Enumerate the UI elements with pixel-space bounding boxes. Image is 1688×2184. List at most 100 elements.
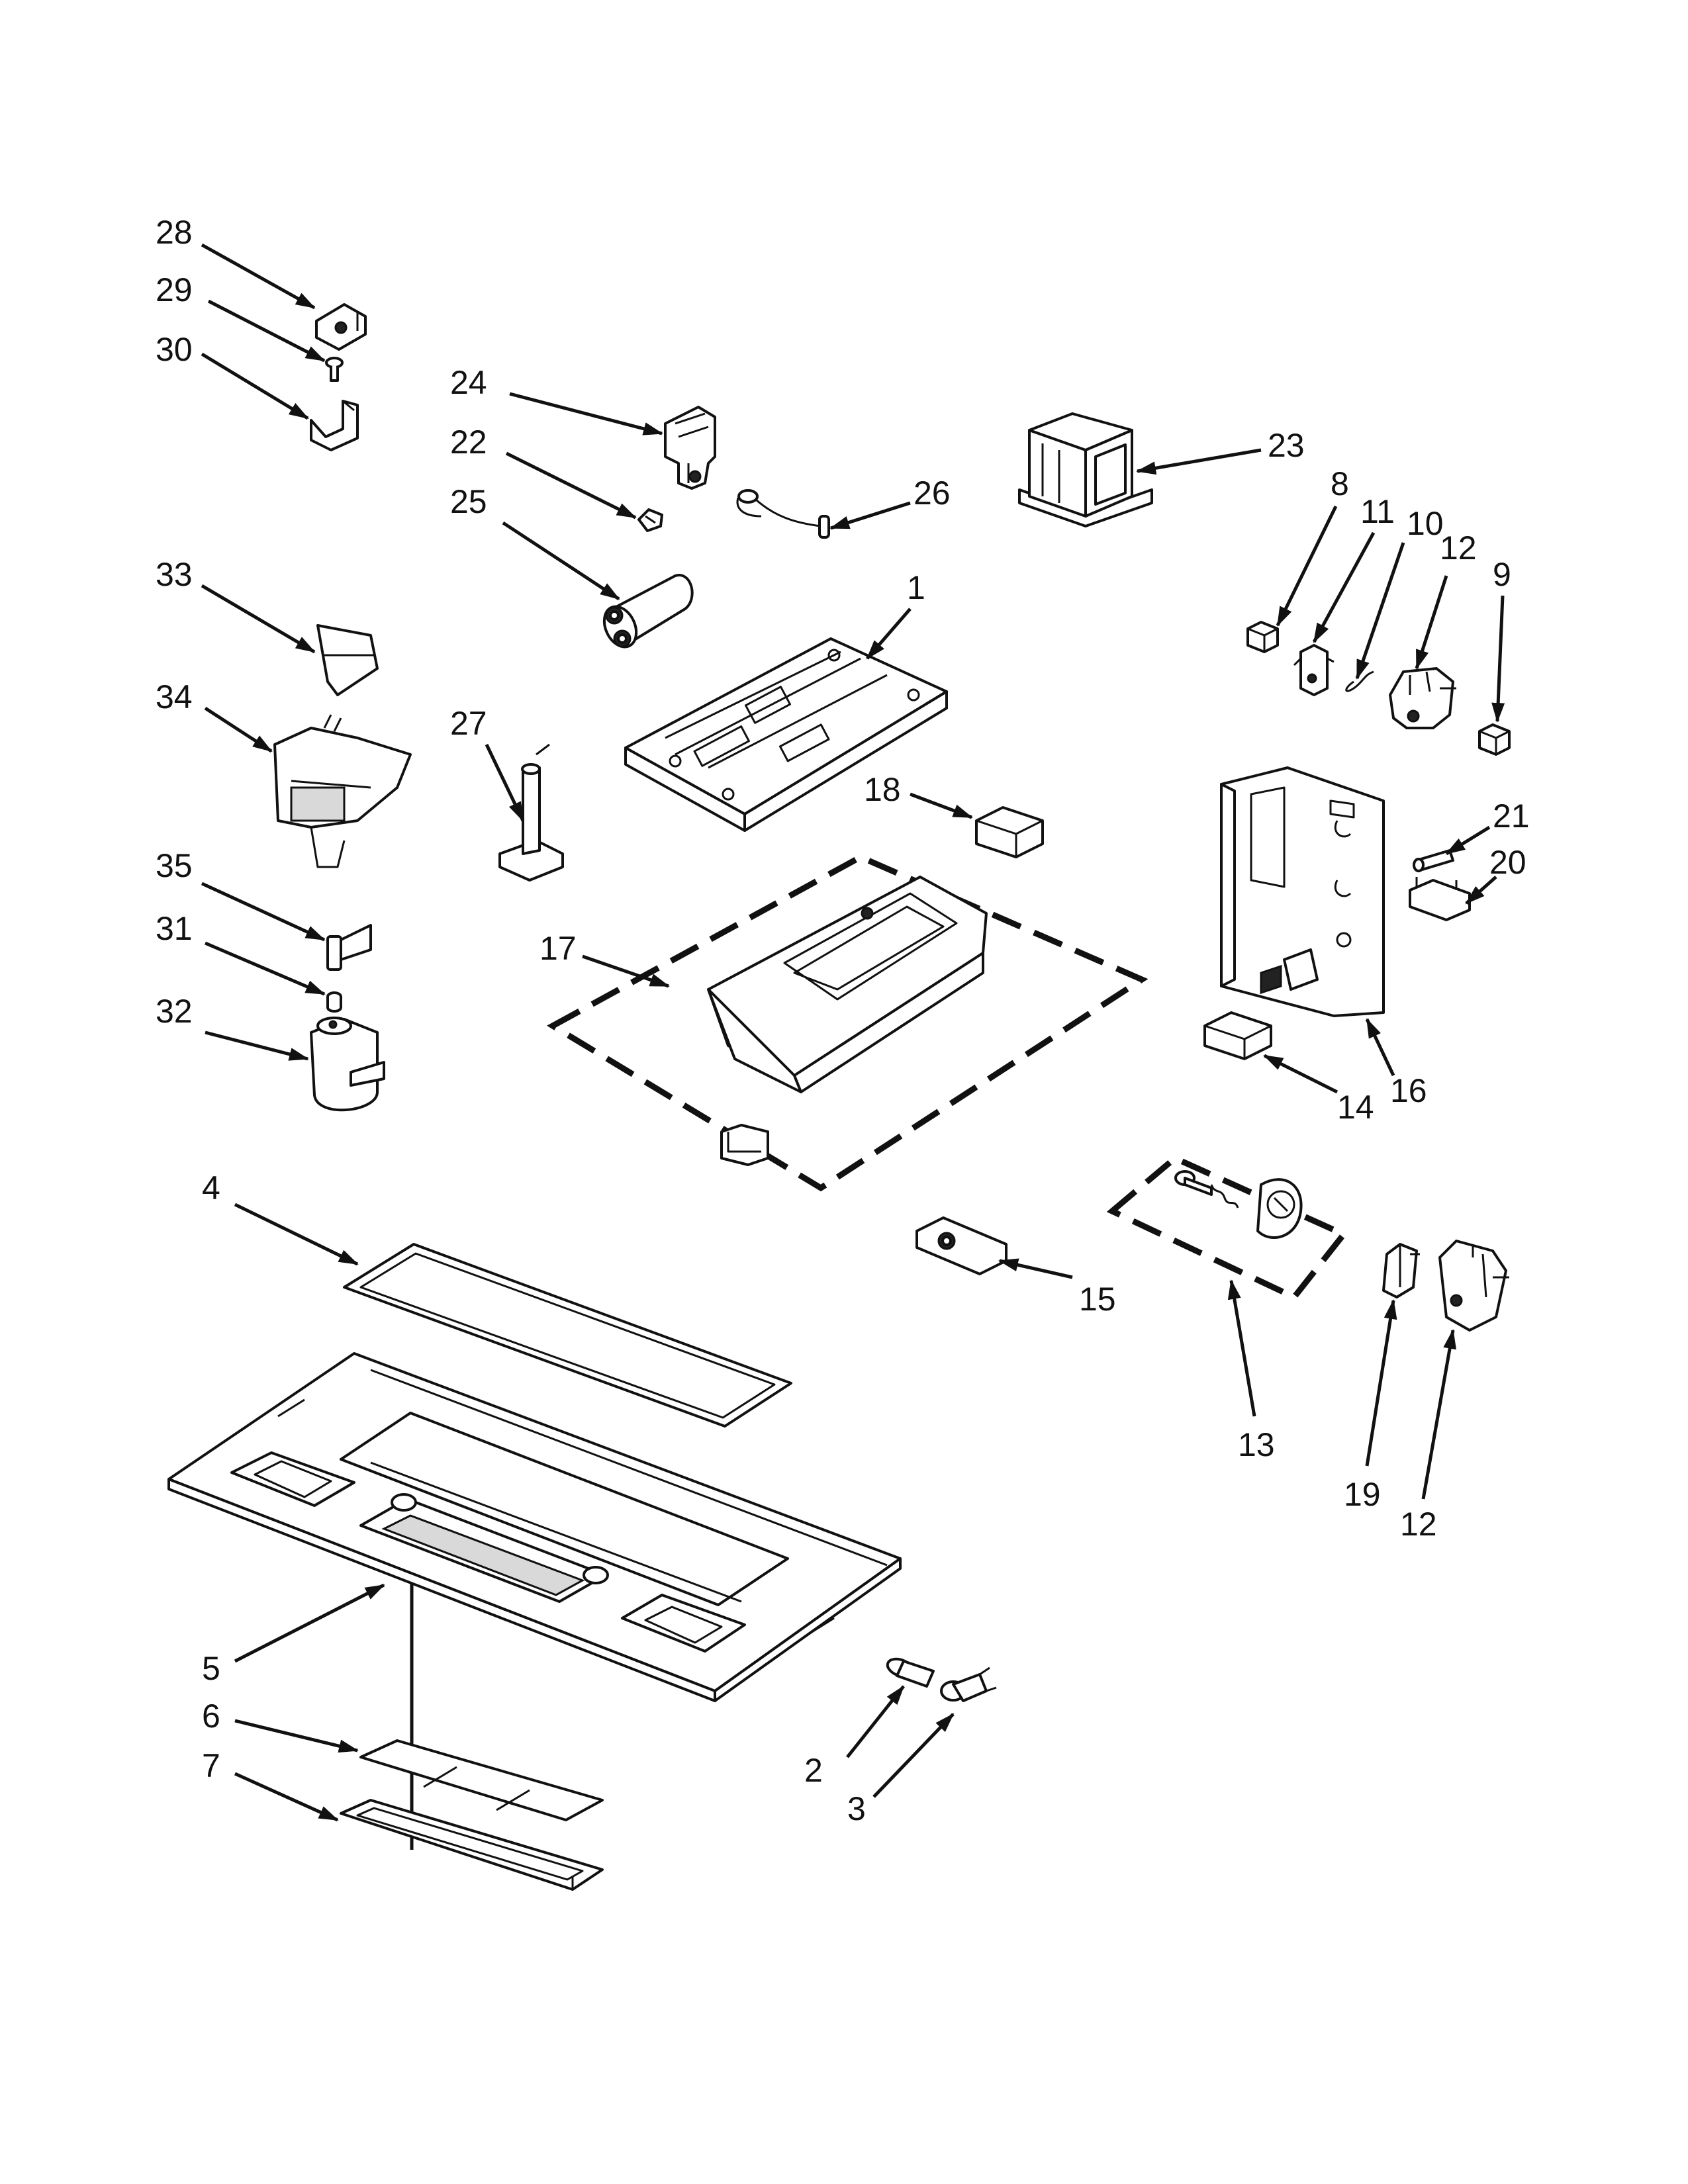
callout-9: 9	[1493, 556, 1511, 593]
leader-19	[1365, 1299, 1397, 1467]
leader-27	[485, 743, 525, 822]
callout-7: 7	[202, 1747, 220, 1784]
leader-34	[204, 706, 273, 753]
callout-32: 32	[156, 993, 193, 1030]
part-18-box	[975, 806, 1044, 858]
callout-35: 35	[156, 847, 193, 884]
part-21-fuse	[1413, 849, 1454, 872]
leader-2	[846, 1685, 905, 1758]
callout-4: 4	[202, 1169, 220, 1206]
leader-22	[505, 451, 637, 520]
part-7-frame	[340, 1799, 604, 1891]
part-20-fuse-holder	[1409, 877, 1471, 921]
part-33-air-guide	[316, 624, 379, 696]
callout-6: 6	[202, 1698, 220, 1735]
leader-25	[502, 521, 620, 601]
leader-32	[205, 1030, 309, 1061]
leader-13	[1227, 1279, 1256, 1417]
leader-18	[910, 792, 973, 819]
callout-11: 11	[1360, 493, 1395, 530]
leader-24	[509, 392, 663, 435]
part-28-bracket	[315, 303, 367, 351]
callout-19: 19	[1344, 1476, 1381, 1513]
part-8-switch	[1246, 621, 1279, 653]
part-30-bracket	[310, 400, 359, 451]
callout-labels: 28 29 30 24 22 25 26 23 8 11 10 12 9 1 3…	[156, 214, 1530, 1827]
callout-2: 2	[804, 1752, 823, 1789]
callout-34: 34	[156, 678, 193, 715]
callout-22: 22	[450, 424, 487, 461]
part-19-switch	[1382, 1243, 1420, 1298]
leader-16	[1365, 1018, 1395, 1077]
part-14-relay	[1203, 1011, 1272, 1060]
leader-23	[1136, 448, 1262, 475]
part-4-filter	[343, 1243, 792, 1428]
callout-14: 14	[1337, 1089, 1374, 1126]
leader-9	[1491, 595, 1505, 723]
part-13-assembly	[1174, 1170, 1303, 1239]
part-25-capacitor	[602, 574, 694, 649]
leader-lines	[201, 243, 1505, 1822]
leader-21	[1445, 825, 1491, 856]
part-17-waveguide	[707, 876, 988, 1093]
callout-15: 15	[1079, 1281, 1116, 1318]
leader-12b	[1421, 1329, 1456, 1500]
callout-18: 18	[864, 771, 901, 808]
leader-35	[201, 882, 326, 942]
leader-6	[234, 1719, 359, 1753]
part-17-bracket	[720, 1124, 769, 1166]
leader-5	[234, 1583, 385, 1663]
part-27-post	[498, 743, 564, 882]
part-26-wire	[736, 489, 830, 539]
callout-29: 29	[156, 271, 193, 308]
part-15-bracket	[915, 1216, 1008, 1275]
callout-16: 16	[1390, 1072, 1427, 1109]
callout-12b: 12	[1400, 1506, 1437, 1543]
callout-33: 33	[156, 556, 193, 593]
leader-1	[866, 608, 912, 660]
leader-29	[207, 299, 326, 363]
part-3-socket	[940, 1666, 997, 1702]
part-12-latch-lower	[1438, 1240, 1509, 1332]
part-2-lamp	[886, 1657, 935, 1688]
callout-23: 23	[1268, 427, 1305, 464]
leader-31	[205, 941, 326, 996]
leader-17	[582, 954, 670, 988]
part-9-switch	[1478, 723, 1511, 756]
part-32-motor	[310, 1017, 385, 1112]
part-31-spacer	[326, 991, 342, 1013]
part-5-bottom-plate	[167, 1352, 902, 1702]
callout-12a: 12	[1440, 529, 1477, 567]
part-11-switch	[1293, 644, 1335, 696]
part-29-screw	[325, 357, 344, 382]
callout-27: 27	[450, 705, 487, 742]
callout-24: 24	[450, 364, 487, 401]
part-34-duct	[273, 714, 412, 868]
callout-3: 3	[847, 1790, 866, 1827]
callout-21: 21	[1493, 797, 1530, 835]
callout-20: 20	[1489, 844, 1526, 881]
leader-15	[998, 1258, 1073, 1279]
leader-30	[201, 352, 309, 420]
leader-4	[234, 1203, 359, 1266]
leader-20	[1465, 876, 1497, 905]
part-12-latch-upper	[1389, 667, 1456, 729]
leader-10	[1355, 542, 1405, 680]
leader-33	[201, 584, 316, 654]
leader-26	[829, 501, 911, 530]
leader-12a	[1415, 575, 1448, 670]
leader-8	[1276, 505, 1338, 627]
leader-7	[234, 1772, 339, 1822]
callout-13: 13	[1238, 1426, 1275, 1463]
group-13-box	[1106, 1154, 1349, 1301]
callout-30: 30	[156, 331, 193, 368]
part-1-plate	[624, 637, 948, 832]
callout-25: 25	[450, 483, 487, 520]
leader-11	[1312, 531, 1376, 643]
callout-1: 1	[907, 569, 925, 606]
leader-3	[872, 1713, 955, 1798]
leader-28	[201, 243, 316, 310]
callout-26: 26	[914, 475, 951, 512]
leader-14	[1263, 1054, 1338, 1094]
